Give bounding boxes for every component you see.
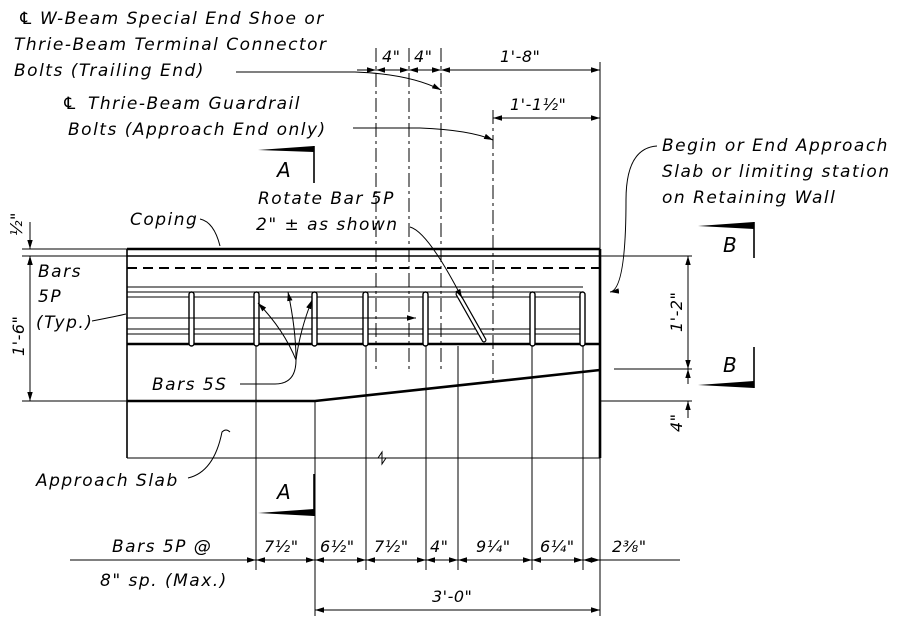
centerline-symbol: ℄ [18,9,35,29]
rotated-bar-5p [456,292,486,342]
wbeam-note-line-2: Thrie-Beam Terminal Connector [14,35,327,55]
stirrup-bar [422,291,429,347]
dim-top-1: 4" [382,47,401,66]
section-a-bottom-marker: A [258,474,315,516]
coping-leader [199,218,221,247]
section-a-top-marker: A [258,146,315,183]
dim-bottom-4: 4" [430,537,449,556]
stirrup-bar [579,291,586,347]
dim-right-bottom: 4" [667,413,686,432]
dim-bottom-6: 6¼" [540,537,575,556]
section-markers: A A B B [258,146,755,516]
bars5p-label-line-1: Bars [38,262,82,282]
coping-label: Coping [130,210,198,230]
bars5p-leader-stub [91,313,127,322]
section-b-label: B [723,233,737,257]
stirrup-bar [188,291,195,347]
dim-bottom-3: 7½" [374,537,409,556]
bars-5s-stirrups [188,291,586,347]
centerline-symbol: ℄ [62,94,79,114]
bars5s-leader-2 [295,299,313,361]
section-a-label: A [275,158,291,182]
stirrup-bar [311,291,318,347]
bars5p-label-line-3: (Typ.) [36,313,93,333]
dim-top-2: 4" [414,47,433,66]
bars5s-label: Bars 5S [152,375,227,395]
begin-leader [609,145,658,294]
spacing-label-line-1: Bars 5P @ [112,537,212,557]
notes: ℄ W-Beam Special End Shoe or Thrie-Beam … [14,9,891,591]
dim-bottom-1: 7½" [264,537,299,556]
dimension-lines [27,67,691,613]
bars5s-leader-3 [257,302,297,361]
begin-note-line-2: Slab or limiting station [662,162,891,182]
dimension-text: 4" 4" 1'-8" 1'-1½" ½" 1'-6" 1'-2" 4" 7½"… [7,47,686,606]
bars5s-leader-1 [240,291,297,385]
rotate-note-line-1: Rotate Bar 5P [258,189,395,209]
bars-5p-longitudinal [127,286,583,335]
dim-right-height: 1'-2" [667,292,686,332]
extension-lines [22,62,692,616]
wbeam-note-line-3: Bolts (Trailing End) [14,61,205,81]
approach-slab-leader [187,429,231,479]
break-symbol [377,450,387,466]
thrie-leader [353,127,494,141]
wbeam-note-line-1: W-Beam Special End Shoe or [40,9,325,29]
wall-structure [126,247,602,466]
leader-lines [91,71,658,479]
section-b-top-marker: B [698,222,755,258]
thrie-note-line-1: Thrie-Beam Guardrail [88,94,301,114]
stirrup-bar [529,291,536,347]
spacing-label-line-2: 8" sp. (Max.) [100,571,228,591]
begin-note-line-1: Begin or End Approach [662,136,889,156]
stirrup-bar [362,291,369,347]
approach-slab-label: Approach Slab [35,471,179,491]
section-b-label: B [723,353,737,377]
dim-bottom-7: 2⅜" [612,537,647,556]
section-b-bottom-marker: B [698,347,755,388]
dim-left-half: ½" [7,212,26,236]
thrie-note-line-2: Bolts (Approach End only) [68,120,327,140]
section-a-label: A [275,480,291,504]
stirrup-bar [253,291,260,347]
wbeam-leader [236,71,442,91]
dim-bottom-5: 9¼" [476,537,511,556]
dim-top-3: 1'-8" [500,47,540,66]
dim-bottom-2: 6½" [320,537,355,556]
bars5p-label-line-2: 5P [38,287,62,307]
rotate-note-line-2: 2" ± as shown [256,215,399,235]
begin-note-line-3: on Retaining Wall [662,188,836,208]
dim-left-height: 1'-6" [9,316,28,356]
dim-total: 3'-0" [432,587,472,606]
rotate-leader [409,226,463,299]
dim-mid: 1'-1½" [510,95,566,114]
